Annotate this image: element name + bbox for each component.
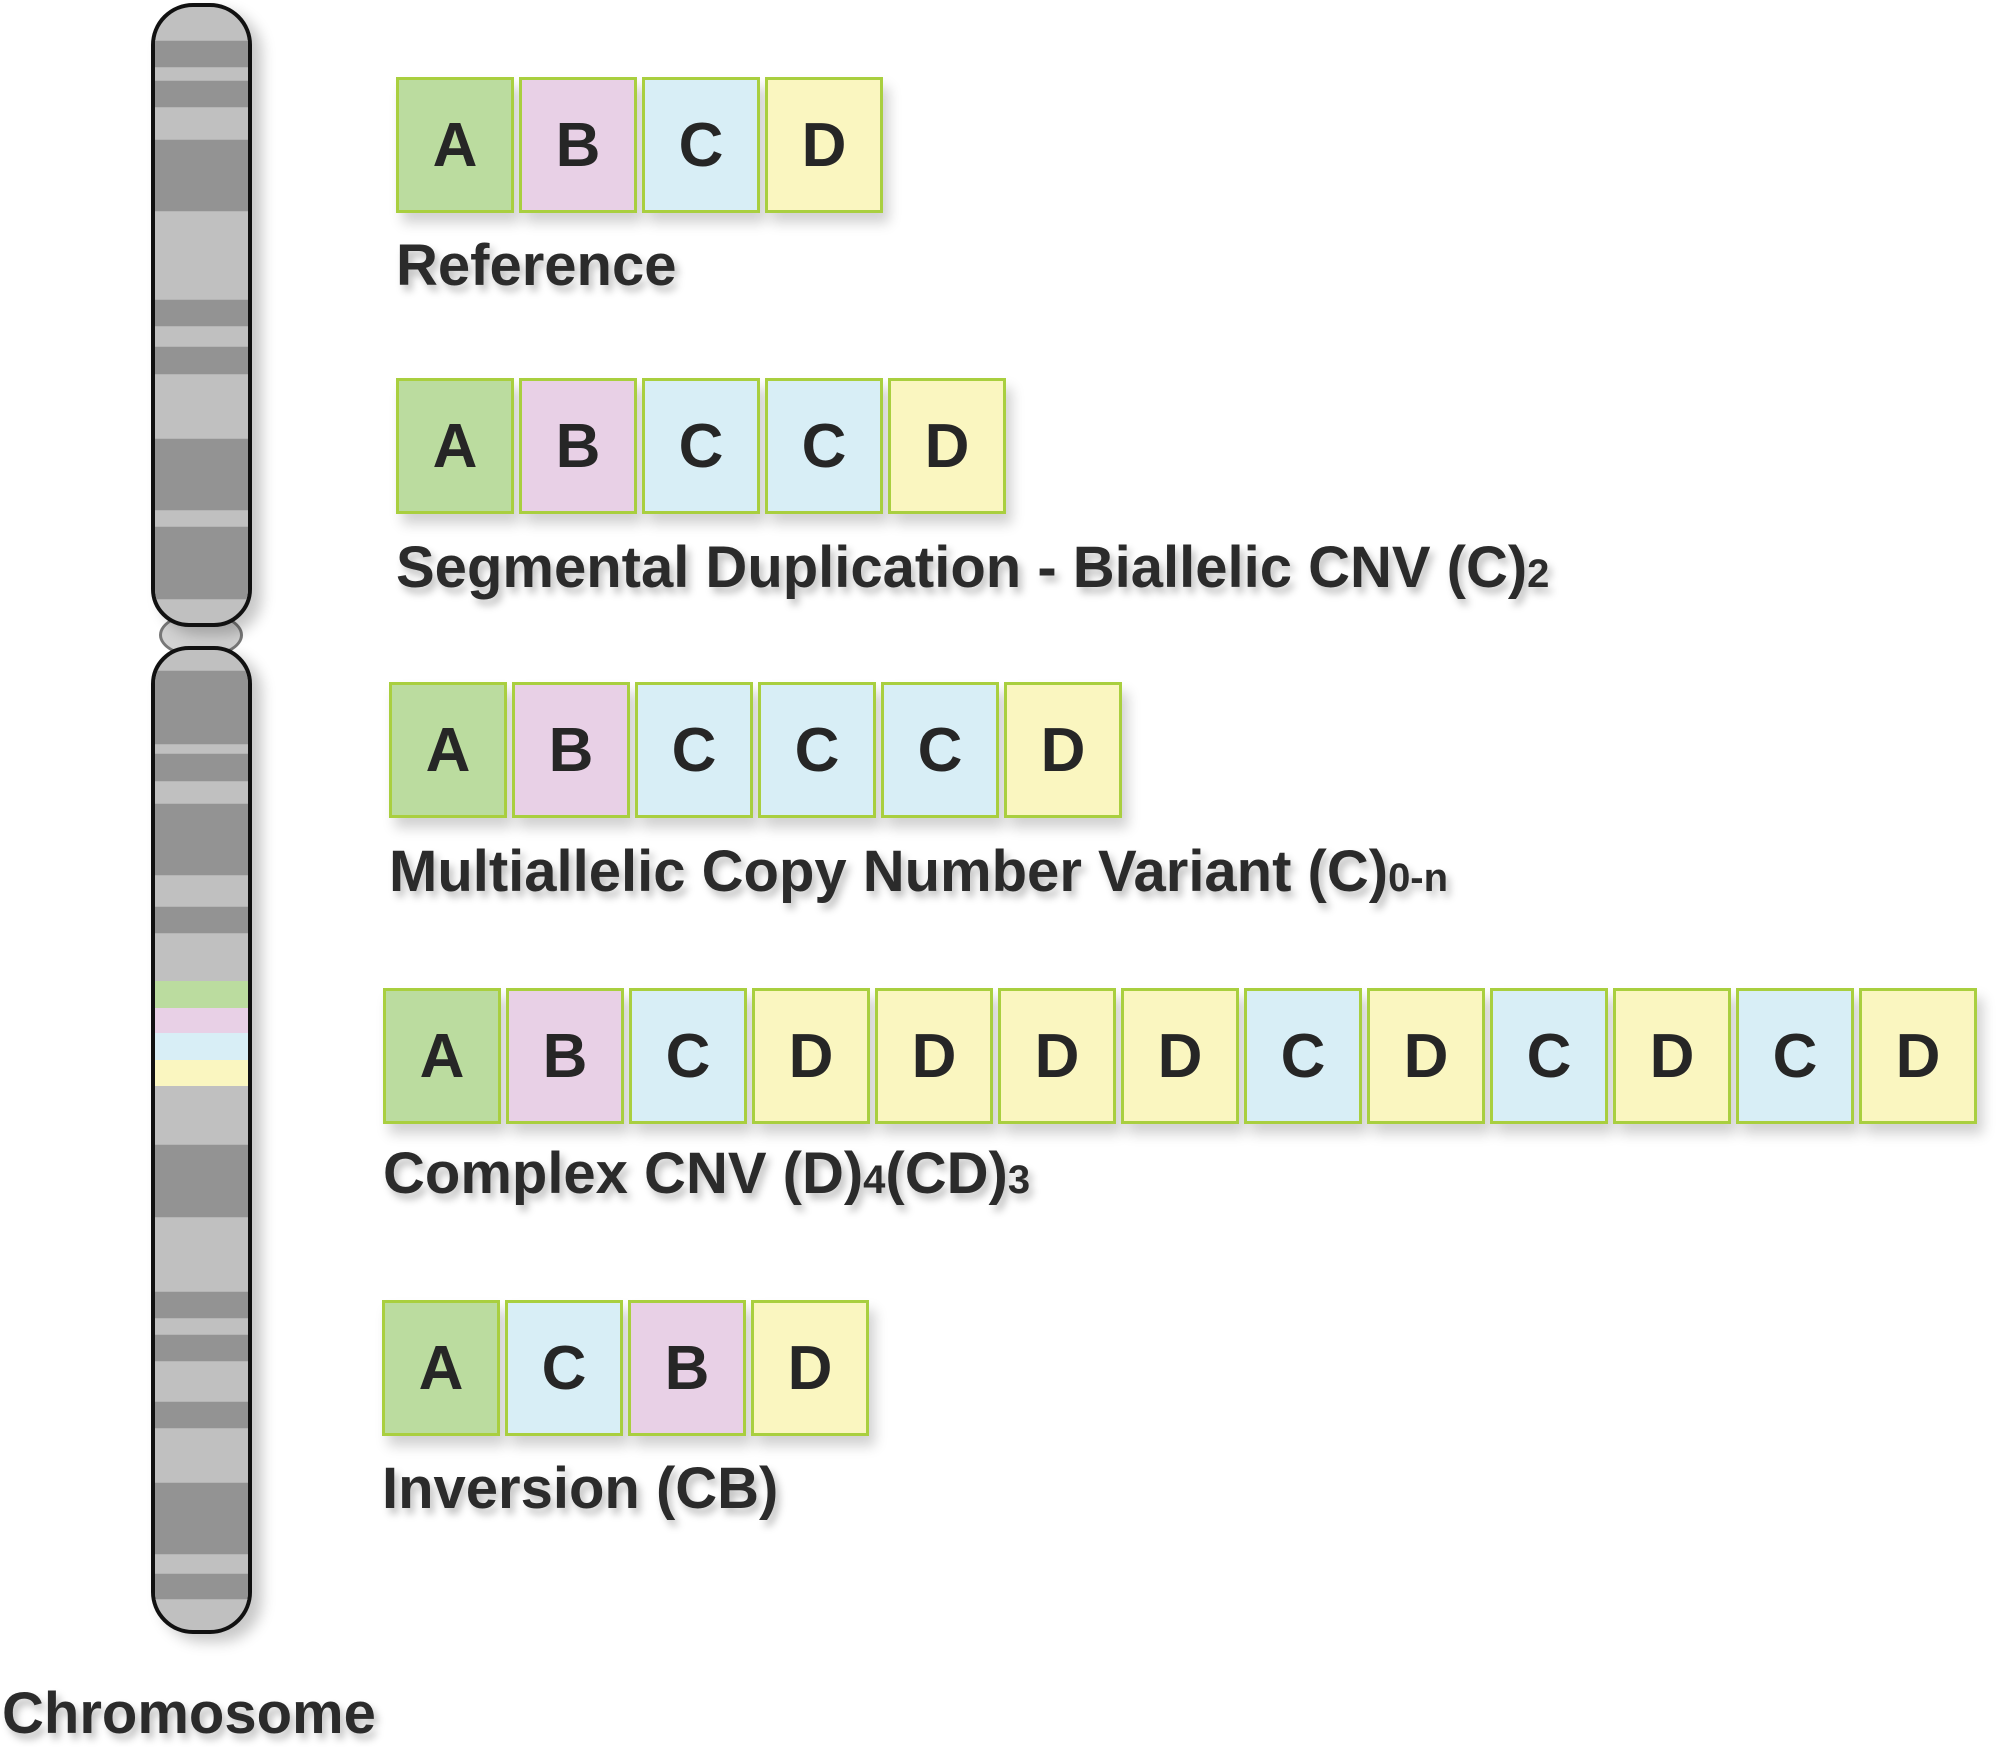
row-label-text: Multiallelic Copy Number Variant (C) (389, 839, 1389, 904)
segment-box-a: A (382, 1300, 500, 1436)
row-label-text: Complex CNV (D) (383, 1141, 864, 1206)
segment-box-c: C (1736, 988, 1854, 1124)
chromosome-dark-band (155, 1482, 248, 1555)
chromosome-dark-band (155, 1573, 248, 1600)
row-label-inversion: Inversion (CB) (382, 1460, 778, 1518)
segment-box-b: B (519, 378, 637, 514)
segment-box-d: D (765, 77, 883, 213)
chromosome-dark-band (155, 438, 248, 511)
row-label-text: Segmental Duplication - Biallelic CNV (C… (396, 535, 1528, 600)
row-label-reference: Reference (396, 237, 676, 295)
segment-box-a: A (396, 378, 514, 514)
row-label-segmental-duplication: Segmental Duplication - Biallelic CNV (C… (396, 539, 1549, 597)
segment-box-c: C (642, 77, 760, 213)
row-label-subscript: 3 (1007, 1158, 1031, 1202)
row-label-subscript: 4 (863, 1158, 886, 1202)
segment-box-c: C (642, 378, 760, 514)
chromosome-dark-band (155, 1144, 248, 1218)
chromosome-band-c (155, 1033, 248, 1060)
chromosome-dark-band (155, 670, 248, 745)
segment-box-c: C (629, 988, 747, 1124)
chromosome-dark-band (155, 1401, 248, 1429)
chromosome-dark-band (155, 80, 248, 108)
segment-box-d: D (1121, 988, 1239, 1124)
chromosome-dark-band (155, 803, 248, 876)
segment-box-b: B (506, 988, 624, 1124)
segment-box-d: D (752, 988, 870, 1124)
segment-box-c: C (635, 682, 753, 818)
chromosome-dark-band (155, 753, 248, 782)
chromosome-dark-band (155, 1291, 248, 1319)
segment-box-c: C (1244, 988, 1362, 1124)
chromosome-band-d (155, 1060, 248, 1086)
chromosome-dark-band (155, 906, 248, 934)
chromosome-bottom-arm (151, 646, 252, 1634)
segment-box-c: C (881, 682, 999, 818)
chromosome-dark-band (155, 139, 248, 212)
segment-box-b: B (628, 1300, 746, 1436)
segment-box-a: A (383, 988, 501, 1124)
row-label-text: Reference (396, 233, 677, 298)
segment-box-d: D (1859, 988, 1977, 1124)
chromosome-dark-band (155, 1334, 248, 1362)
segment-box-a: A (389, 682, 507, 818)
segment-box-d: D (888, 378, 1006, 514)
segment-box-a: A (396, 77, 514, 213)
chromosome-dark-band (155, 346, 248, 375)
row-label-subscript: 0-n (1388, 856, 1449, 900)
row-label-tail: (CD) (885, 1141, 1008, 1206)
row-label-text: Inversion (CB) (382, 1456, 779, 1521)
segment-box-d: D (1367, 988, 1485, 1124)
chromosome-band-b (155, 1008, 248, 1033)
segment-box-d: D (1613, 988, 1731, 1124)
segment-box-d: D (998, 988, 1116, 1124)
chromosome-top-arm (151, 3, 252, 627)
segment-box-d: D (1004, 682, 1122, 818)
chromosome-label: Chromosome (2, 1681, 376, 1746)
segment-box-d: D (875, 988, 993, 1124)
row-label-complex-cnv: Complex CNV (D)4(CD)3 (383, 1145, 1030, 1203)
segment-box-b: B (512, 682, 630, 818)
chromosome-dark-band (155, 299, 248, 327)
segment-box-b: B (519, 77, 637, 213)
chromosome-dark-band (155, 526, 248, 600)
chromosome-band-a (155, 981, 248, 1008)
segment-box-c: C (765, 378, 883, 514)
segment-box-c: C (505, 1300, 623, 1436)
segment-box-c: C (758, 682, 876, 818)
segment-box-c: C (1490, 988, 1608, 1124)
row-label-multiallelic-cnv: Multiallelic Copy Number Variant (C)0-n (389, 843, 1448, 901)
segment-box-d: D (751, 1300, 869, 1436)
chromosome-dark-band (155, 40, 248, 68)
row-label-subscript: 2 (1527, 552, 1550, 596)
